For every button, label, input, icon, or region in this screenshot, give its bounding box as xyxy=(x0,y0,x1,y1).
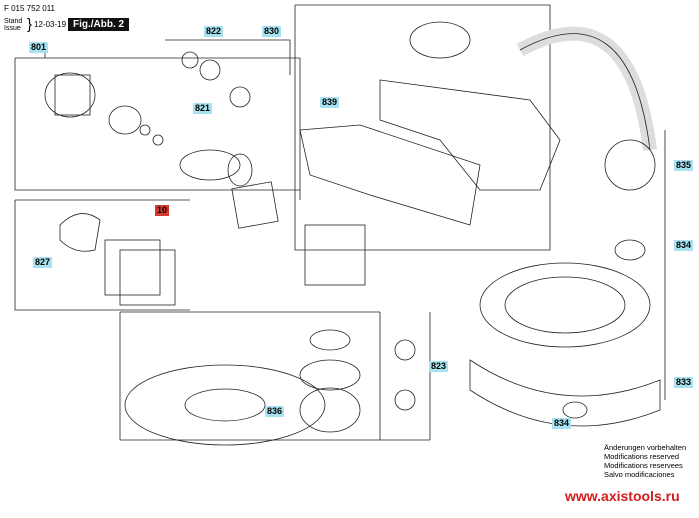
callout-822[interactable]: 822 xyxy=(204,26,224,37)
callout-836[interactable]: 836 xyxy=(265,406,285,417)
callout-835[interactable]: 835 xyxy=(674,160,694,171)
callout-834-top[interactable]: 834 xyxy=(674,240,694,251)
watermark-url: www.axistools.ru xyxy=(565,488,680,504)
modification-notes: Änderungen vorbehalten Modifications res… xyxy=(604,443,686,479)
callout-839[interactable]: 839 xyxy=(320,97,340,108)
callout-827[interactable]: 827 xyxy=(33,257,53,268)
figure-label: Fig./Abb. 2 xyxy=(68,18,130,31)
issue-label: Issue xyxy=(4,25,21,32)
callout-823[interactable]: 823 xyxy=(429,361,449,372)
note-en: Modifications reserved xyxy=(604,452,680,461)
brace: } xyxy=(27,16,33,33)
note-fr: Modifications reservees xyxy=(604,461,683,470)
callout-830[interactable]: 830 xyxy=(262,26,282,37)
document-code: F 015 752 011 xyxy=(4,4,56,13)
callout-834-bottom[interactable]: 834 xyxy=(552,418,572,429)
issue-date: 12-03-19 xyxy=(34,20,67,29)
note-de: Änderungen vorbehalten xyxy=(604,443,687,452)
note-es: Salvo modificaciones xyxy=(604,470,675,479)
motor-parts xyxy=(44,51,366,306)
callout-833[interactable]: 833 xyxy=(674,377,694,388)
callout-821[interactable]: 821 xyxy=(193,103,213,114)
stand-label: Stand xyxy=(4,18,23,25)
callout-10[interactable]: 10 xyxy=(155,205,170,216)
handle-parts xyxy=(299,21,657,226)
guard-parts xyxy=(124,139,661,446)
group-lines xyxy=(14,4,666,441)
callout-801[interactable]: 801 xyxy=(29,42,49,53)
